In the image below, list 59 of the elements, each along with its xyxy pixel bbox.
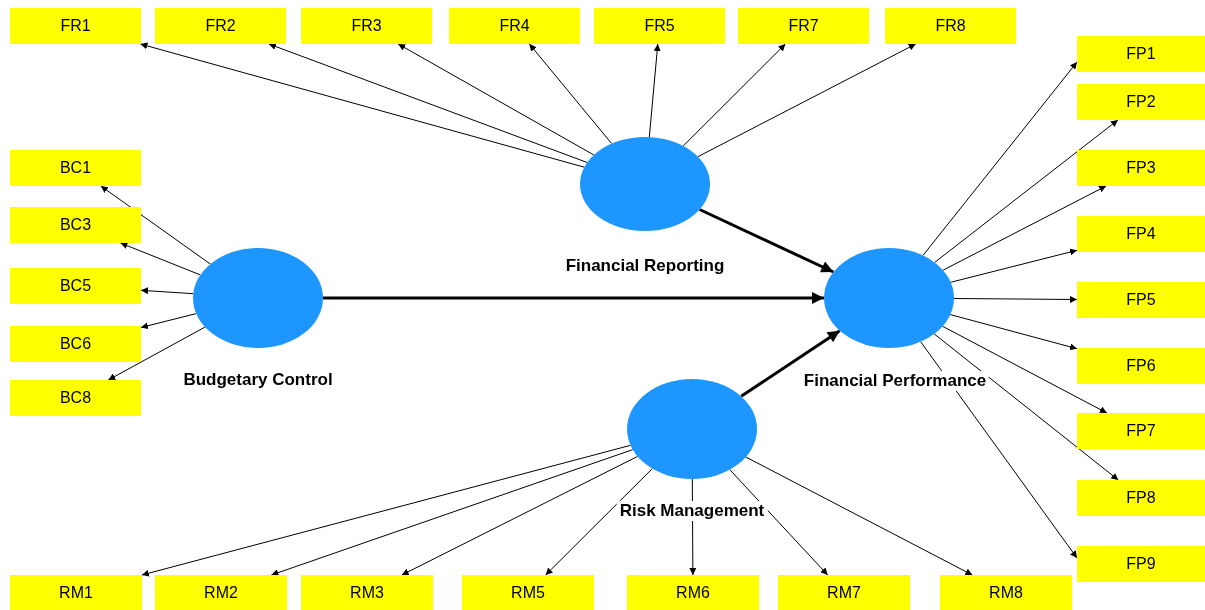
loading-arrow [920, 341, 1078, 559]
indicator-box: FR7 [738, 8, 869, 44]
indicator-box: RM8 [940, 575, 1072, 610]
indicator-box: RM1 [10, 575, 142, 610]
loading-arrow [401, 455, 639, 576]
indicator-box: RM7 [778, 575, 910, 610]
indicator-box: BC8 [10, 380, 141, 416]
indicator-box: FR8 [885, 8, 1016, 44]
indicator-box: FR5 [594, 8, 725, 44]
indicator-box: RM5 [462, 575, 594, 610]
loading-arrow [729, 469, 829, 576]
loading-arrow [141, 444, 632, 577]
indicator-box: RM3 [301, 575, 433, 610]
path-arrow [740, 329, 841, 398]
loading-arrow [120, 242, 201, 276]
loading-arrow [942, 325, 1108, 414]
indicator-box: BC5 [10, 268, 141, 304]
path-arrow [698, 208, 835, 274]
indicator-box: FP7 [1077, 413, 1205, 449]
indicator-box: BC6 [10, 326, 141, 362]
loading-arrow [949, 314, 1078, 351]
indicator-box: FP9 [1077, 546, 1205, 582]
loading-arrow [697, 43, 917, 158]
indicator-box: BC1 [10, 150, 141, 186]
loading-arrow [950, 248, 1078, 283]
loading-arrow [270, 449, 634, 576]
indicator-box: FR2 [155, 8, 286, 44]
indicator-box: RM6 [627, 575, 759, 610]
indicator-box: FP2 [1077, 84, 1205, 120]
loading-arrow [268, 43, 588, 163]
indicator-box: FR3 [301, 8, 432, 44]
indicator-box: RM2 [155, 575, 287, 610]
indicator-box: FP4 [1077, 216, 1205, 252]
loading-arrow [107, 326, 206, 381]
indicator-box: FR1 [10, 8, 141, 44]
loading-arrow [140, 287, 194, 295]
loading-arrow [953, 295, 1078, 303]
loading-arrow [745, 456, 973, 576]
indicator-box: FP6 [1077, 348, 1205, 384]
loading-arrow [545, 468, 653, 576]
loading-arrow [933, 333, 1119, 481]
indicator-box: FP5 [1077, 282, 1205, 318]
loading-arrow [934, 119, 1119, 263]
loading-arrow [648, 43, 661, 138]
indicator-box: FP3 [1077, 150, 1205, 186]
indicator-box: BC3 [10, 207, 141, 243]
indicator-box: FP8 [1077, 480, 1205, 516]
loading-arrow [682, 43, 786, 147]
construct-label: Risk Management [616, 501, 768, 521]
loading-arrow [100, 185, 211, 265]
loading-arrow [528, 43, 613, 145]
loading-arrow [140, 313, 197, 330]
loading-arrow [397, 43, 595, 156]
loading-arrow [942, 185, 1107, 271]
indicator-box: FR4 [449, 8, 580, 44]
loading-arrow [922, 61, 1078, 256]
path-arrow [323, 292, 824, 304]
loading-arrow [139, 42, 585, 168]
indicator-box: FP1 [1077, 36, 1205, 72]
